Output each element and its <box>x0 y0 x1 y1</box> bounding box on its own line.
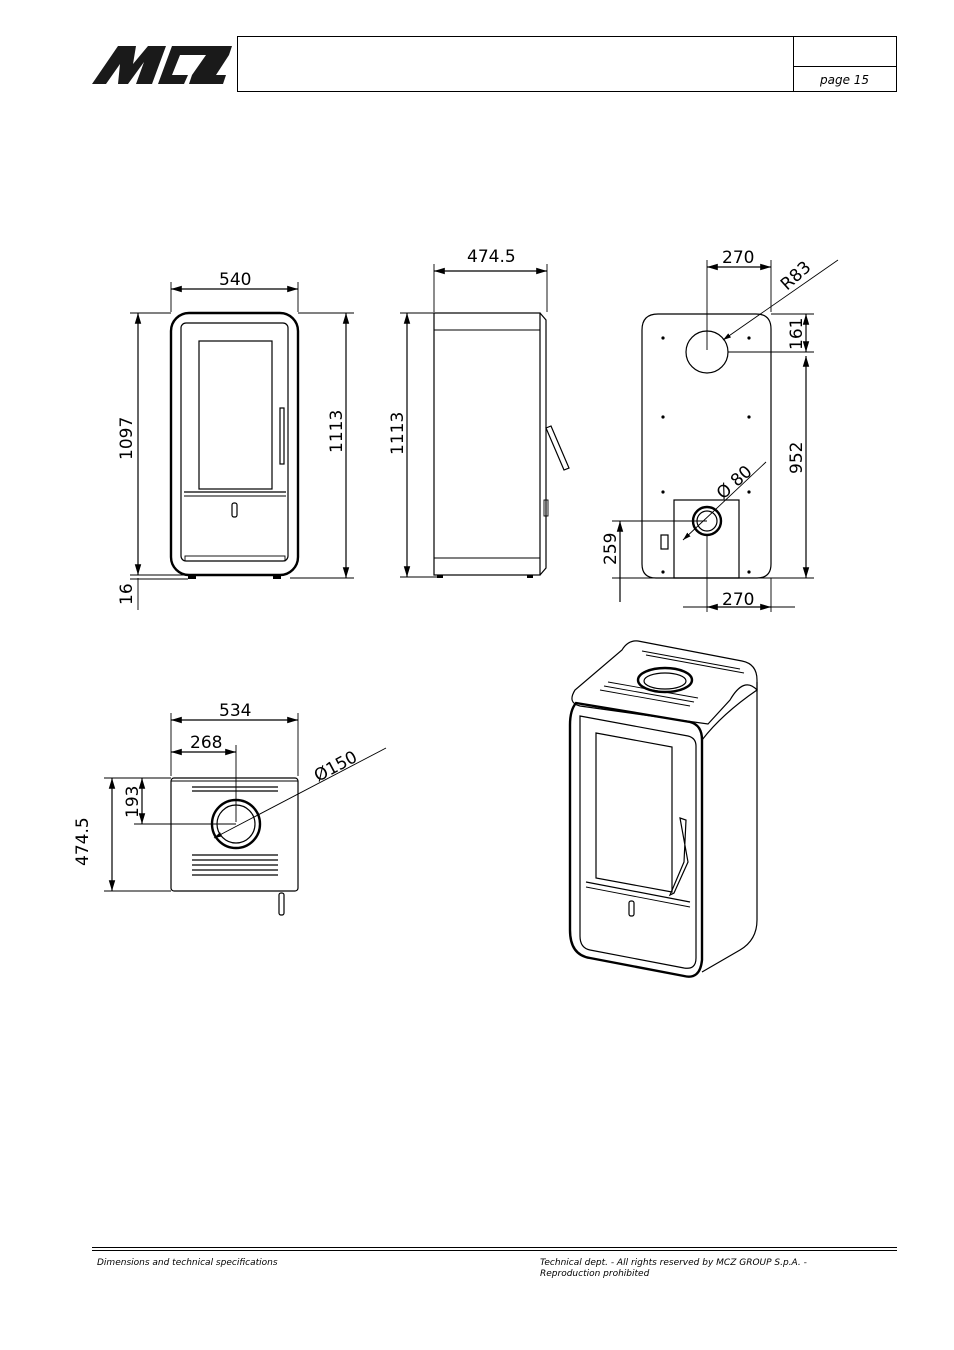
dim-top-flue-offset-x: 268 <box>190 733 222 753</box>
dim-back-flue-offset: 270 <box>722 248 754 268</box>
dim-front-feet: 16 <box>117 583 137 605</box>
mcz-logo <box>92 42 234 88</box>
dim-top-depth: 474.5 <box>73 817 93 866</box>
footer-left-text: Dimensions and technical specifications <box>97 1258 278 1268</box>
side-view <box>400 264 570 578</box>
dim-back-inlet-diameter: Ø 80 <box>713 462 756 504</box>
dim-front-height-inner: 1097 <box>117 417 137 460</box>
dim-back-inlet-height: 259 <box>601 533 621 565</box>
dim-top-width: 534 <box>219 701 251 721</box>
page-number-cell: page 15 <box>793 37 896 91</box>
dim-side-height: 1113 <box>388 412 408 455</box>
dim-side-depth: 474.5 <box>467 247 516 267</box>
front-view <box>130 282 354 610</box>
dim-front-height-total: 1113 <box>327 410 347 453</box>
footer-rule <box>92 1247 897 1248</box>
isometric-view <box>568 640 758 978</box>
back-view <box>612 259 839 612</box>
footer-rule-second <box>92 1250 897 1251</box>
dim-front-width: 540 <box>219 270 251 290</box>
page-number: page 15 <box>820 73 870 87</box>
dim-back-flue-top: 161 <box>787 318 807 350</box>
dim-top-flue-offset-y: 193 <box>123 786 143 818</box>
top-view <box>104 713 387 916</box>
footer-right-text: Technical dept. - All rights reserved by… <box>540 1258 807 1279</box>
dim-top-flue-diameter: Ø150 <box>311 747 361 786</box>
dim-back-radius: R83 <box>777 257 815 294</box>
dim-back-inlet-offset: 270 <box>722 590 754 610</box>
dim-back-flue-height: 952 <box>787 442 807 474</box>
header-box: page 15 <box>237 36 897 92</box>
